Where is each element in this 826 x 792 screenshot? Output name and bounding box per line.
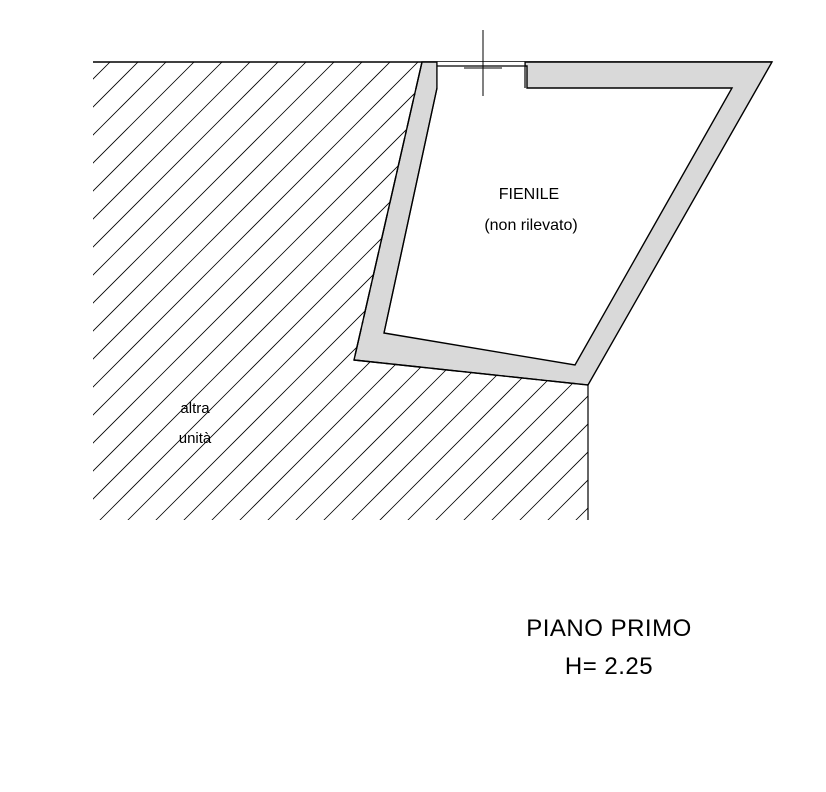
hatch-line: [395, 62, 588, 520]
adjacent-unit-label-line1: altra: [180, 400, 210, 417]
hatch-line: [0, 0, 60, 560]
hatch-line: [788, 0, 826, 560]
hatch-line: [93, 62, 397, 520]
hatch-line: [339, 62, 588, 520]
hatch-line: [93, 62, 173, 520]
hatch-line: [93, 62, 425, 520]
dashed-boundary-left: [353, 61, 423, 361]
hatch-line: [0, 0, 88, 560]
hatch-line: [760, 0, 826, 560]
hatch-line: [311, 62, 588, 520]
hatch-line: [367, 62, 588, 520]
floor-height-label: H= 2.25: [565, 653, 653, 680]
floor-title: PIANO PRIMO: [526, 615, 692, 642]
hatch-line: [93, 62, 201, 520]
room-inner-wall-left: [383, 87, 438, 334]
hatch-line: [93, 62, 369, 520]
hatch-line: [423, 62, 588, 520]
hatch-line: [93, 62, 145, 520]
dashed-boundary-bottom: [353, 359, 589, 386]
hatch-line: [93, 62, 285, 520]
hatch-line: [93, 62, 117, 520]
hatch-line: [93, 62, 257, 520]
hatch-line: [93, 62, 453, 520]
hatch-line: [93, 62, 341, 520]
hatch-line: [816, 0, 826, 560]
room-name-label: FIENILE: [499, 186, 559, 203]
adjacent-unit-label-line2: unità: [179, 430, 212, 447]
hatch-line: [451, 62, 588, 520]
hatch-line: [93, 62, 229, 520]
room-note-label: (non rilevato): [484, 217, 577, 234]
hatch-line: [93, 62, 481, 520]
hatch-line: [479, 62, 588, 520]
hatch-line: [93, 62, 313, 520]
